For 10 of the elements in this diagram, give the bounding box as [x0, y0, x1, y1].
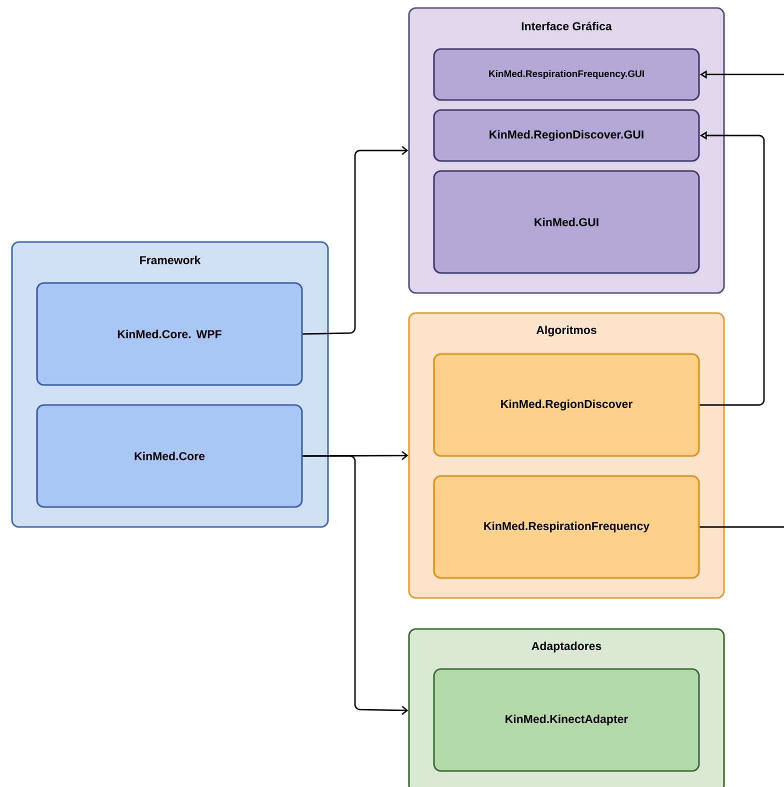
arrow	[302, 455, 408, 715]
arrow	[302, 146, 408, 335]
module-box: KinMed.RespirationFrequency.GUI	[433, 48, 700, 101]
module-box: KinMed.KinectAdapter	[433, 668, 700, 772]
module-box: KinMed.RegionDiscover	[433, 353, 700, 457]
module-box: KinMed.GUI	[433, 170, 700, 274]
module-box: KinMed.Core. WPF	[36, 282, 303, 386]
module-box: KinMed.Core	[36, 404, 303, 508]
module-box: KinMed.RespirationFrequency	[433, 475, 700, 579]
module-box: KinMed.RegionDiscover.GUI	[433, 109, 700, 162]
